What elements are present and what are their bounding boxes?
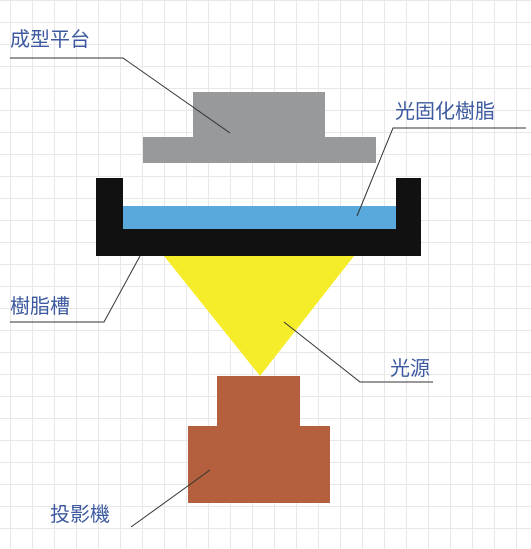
label-resin-tank: 樹脂槽 <box>10 294 70 318</box>
resin-tank <box>96 178 421 256</box>
build-platform-top <box>193 92 325 137</box>
resin-layer <box>123 206 396 229</box>
label-projector: 投影機 <box>50 502 110 526</box>
light-beam <box>164 256 354 376</box>
projector-base <box>188 426 330 503</box>
label-build-platform: 成型平台 <box>10 27 90 51</box>
leader-line-tank <box>10 255 141 323</box>
leader-line-projector <box>130 469 211 528</box>
label-photopolymer-resin: 光固化樹脂 <box>395 99 495 123</box>
label-light-source: 光源 <box>390 356 430 380</box>
leader-line-resin <box>356 127 526 217</box>
leader-line-platform <box>10 57 231 134</box>
leader-line-light <box>283 321 433 383</box>
projector-top <box>217 376 300 427</box>
build-platform-base <box>143 137 376 163</box>
